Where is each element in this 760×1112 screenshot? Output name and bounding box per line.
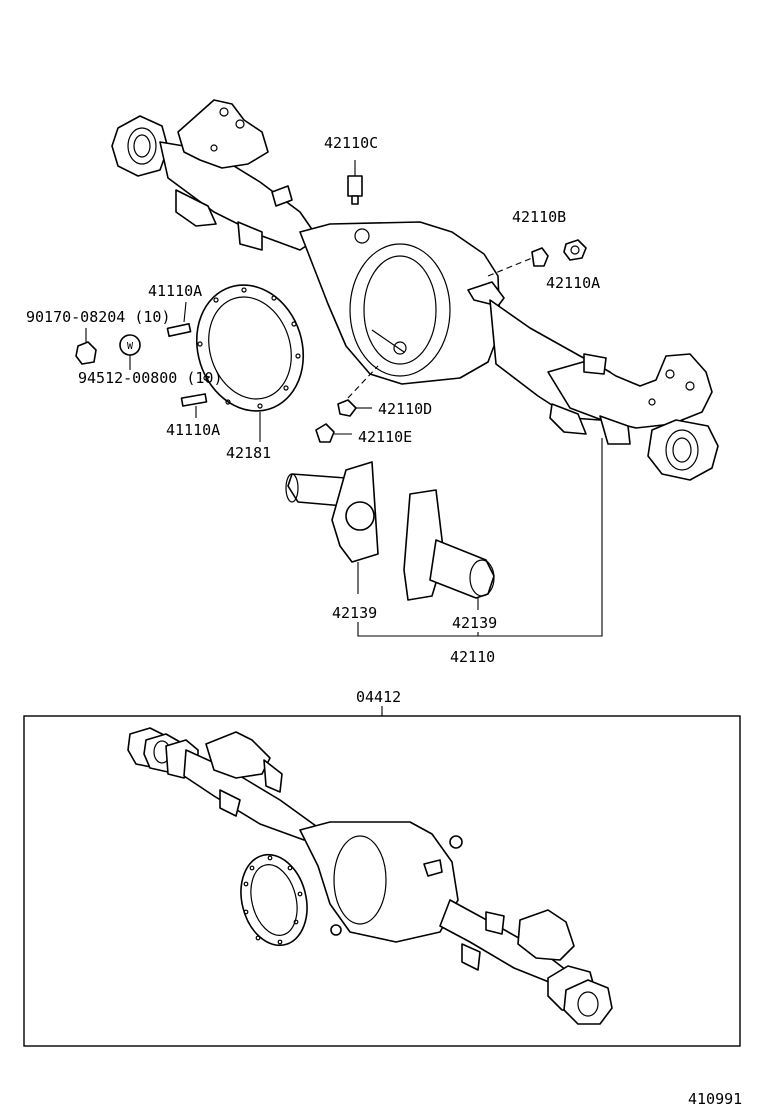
label-04412: 04412 [356,688,401,706]
nut-90170 [75,328,97,365]
label-41110A-top: 41110A [148,282,202,300]
washer-94512: W [119,334,141,370]
label-41110A-bottom: 41110A [166,421,220,439]
label-42110A: 42110A [546,274,600,292]
label-42110D: 42110D [378,400,432,418]
plug-42110E [315,423,352,443]
assembly-box-04412 [23,715,741,1047]
washer-mark: W [127,341,134,352]
stud-41110A-bottom [180,393,208,418]
stud-41110A-top [166,301,192,337]
figure-number: 410991 [688,1090,742,1108]
label-42110E: 42110E [358,428,412,446]
plug-42110B [487,247,549,277]
label-42110: 42110 [450,648,495,666]
label-42110B: 42110B [512,208,566,226]
group-line-42110 [357,438,603,637]
nut-42110A [563,239,587,261]
axle-housing-illustration [111,99,719,481]
breather-plug [347,160,363,205]
plug-42110D [337,365,379,417]
gasket-42181 [195,284,305,442]
bracket-42139-left [285,461,379,594]
label-90170-08204: 90170-08204 (10) [26,308,171,326]
label-42139-right: 42139 [452,614,497,632]
label-42181: 42181 [226,444,271,462]
assembly-illustration [127,727,613,1025]
bracket-42139-right [403,489,495,610]
label-42139-left: 42139 [332,604,377,622]
label-42110C: 42110C [324,134,378,152]
label-94512-00800: 94512-00800 (10) [78,369,223,387]
